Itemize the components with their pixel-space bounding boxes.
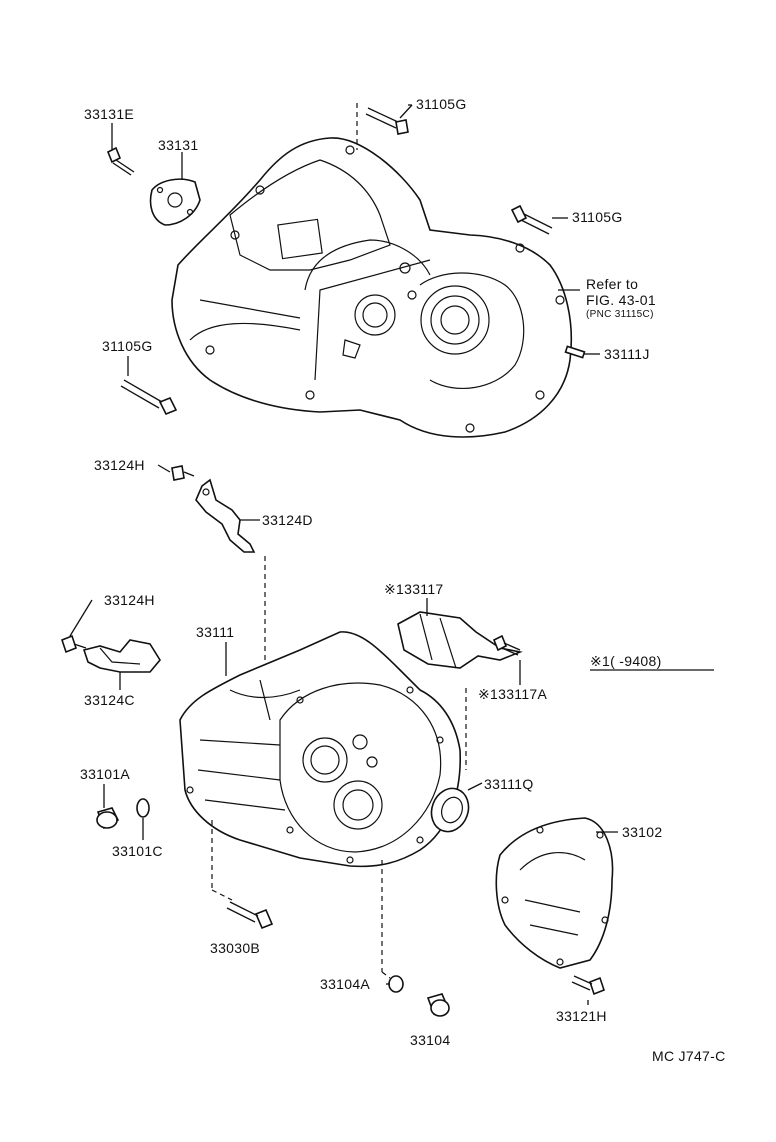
refer-line-3: (PNC 31115C) xyxy=(586,309,654,320)
oil-seal-33111Q xyxy=(430,787,470,833)
label-33124H-mid: 33124H xyxy=(104,592,155,608)
bolt-31105G-right xyxy=(510,204,553,235)
label-33101A: 33101A xyxy=(80,766,131,782)
bolt-31105G-top xyxy=(365,107,409,135)
gasket-33101C xyxy=(136,798,150,818)
label-33124H-top: 33124H xyxy=(94,457,145,473)
plug-33101A xyxy=(96,807,120,830)
gasket-33104A xyxy=(388,975,404,993)
label-33124D: 33124D xyxy=(262,512,313,528)
label-31105G-top: 31105G xyxy=(416,96,467,112)
pin-33111J xyxy=(564,345,586,359)
bolt-33124H-mid xyxy=(61,634,87,654)
label-33111Q: 33111Q xyxy=(484,776,534,792)
label-133117A: ※133117A xyxy=(478,686,548,702)
leader-lines xyxy=(69,104,714,1005)
label-33111J: 33111J xyxy=(604,346,650,362)
label-33131E: 33131E xyxy=(84,106,135,122)
lower-transaxle-case xyxy=(179,631,461,868)
bolt-31105G-left xyxy=(120,379,178,416)
label-33101C: 33101C xyxy=(112,843,163,859)
label-33030B: 33030B xyxy=(210,940,261,956)
label-33102: 33102 xyxy=(622,824,663,840)
cover-33131 xyxy=(149,178,201,226)
plug-33104 xyxy=(426,993,450,1017)
label-31105G-left: 31105G xyxy=(102,338,153,354)
bolt-133117A xyxy=(492,634,521,656)
label-133117: ※133117 xyxy=(384,581,444,597)
label-33131: 33131 xyxy=(158,137,199,153)
refer-line-2: FIG. 43-01 xyxy=(586,292,656,308)
cover-133117 xyxy=(397,611,523,669)
bolt-33121H xyxy=(571,975,605,996)
label-33104A: 33104A xyxy=(320,976,371,992)
upper-transaxle-case xyxy=(171,137,573,438)
label-33121H: 33121H xyxy=(556,1008,607,1024)
refer-line-1: Refer to xyxy=(586,276,639,292)
bolt-33124H-top xyxy=(171,465,195,481)
label-33124C: 33124C xyxy=(84,692,135,708)
diagram-code: MC J747-C xyxy=(652,1048,726,1064)
label-33104: 33104 xyxy=(410,1032,451,1048)
cover-33102 xyxy=(495,817,614,969)
label-33111: 33111 xyxy=(196,624,235,640)
bracket-33124D xyxy=(195,478,256,553)
dashed-leader-lines xyxy=(211,103,467,979)
bolt-33131E xyxy=(106,146,135,176)
label-31105G-right: 31105G xyxy=(572,209,623,225)
note-9408: ※1( -9408) xyxy=(590,653,662,669)
bolt-33030B xyxy=(226,901,274,930)
bracket-33124C xyxy=(82,639,161,673)
